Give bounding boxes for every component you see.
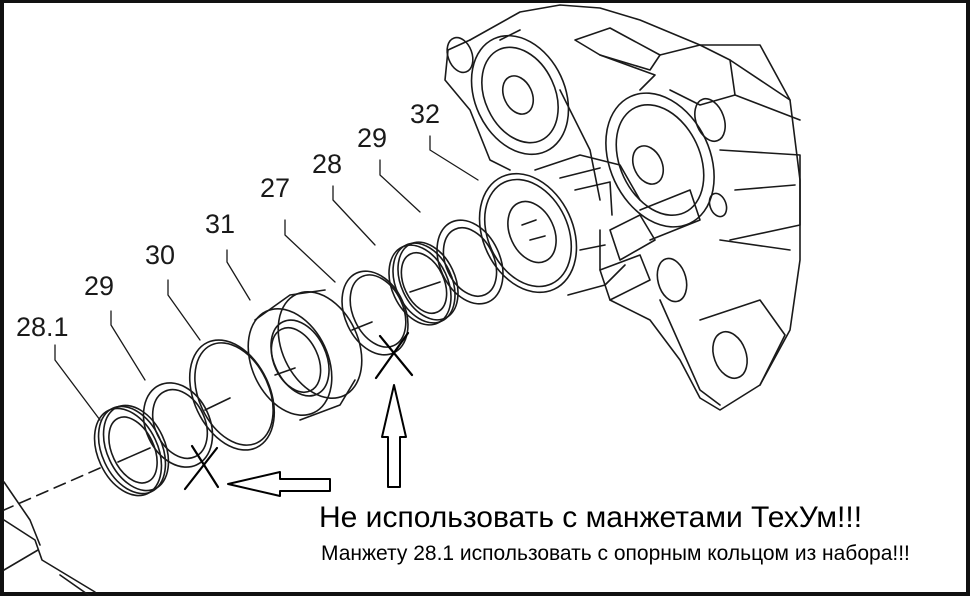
part-30	[188, 339, 276, 451]
callout-28: 28	[312, 149, 343, 179]
callout-28-1: 28.1	[16, 312, 69, 342]
part-29-left	[142, 382, 214, 468]
warning-title: Не использовать с манжетами ТехУм!!!	[319, 501, 863, 534]
callout-31: 31	[205, 209, 236, 239]
callout-27: 27	[260, 173, 291, 203]
pump-housing	[444, 4, 801, 411]
cross-mark-part-27	[374, 331, 414, 380]
warning-body: Манжету 28.1 использовать с опорным коль…	[321, 542, 910, 565]
arrow-up-icon	[381, 384, 407, 488]
callout-30: 30	[145, 240, 176, 270]
part-32	[478, 154, 641, 296]
callout-29-left: 29	[84, 271, 115, 301]
part-28-1	[93, 404, 170, 497]
cross-mark-part-29	[183, 444, 220, 491]
arrow-left-icon	[227, 471, 331, 497]
part-31	[247, 289, 363, 421]
shaft	[3, 467, 101, 596]
callout-29-right: 29	[357, 123, 388, 153]
leader-lines	[54, 135, 479, 421]
callout-32: 32	[410, 99, 441, 129]
part-27	[341, 270, 409, 356]
